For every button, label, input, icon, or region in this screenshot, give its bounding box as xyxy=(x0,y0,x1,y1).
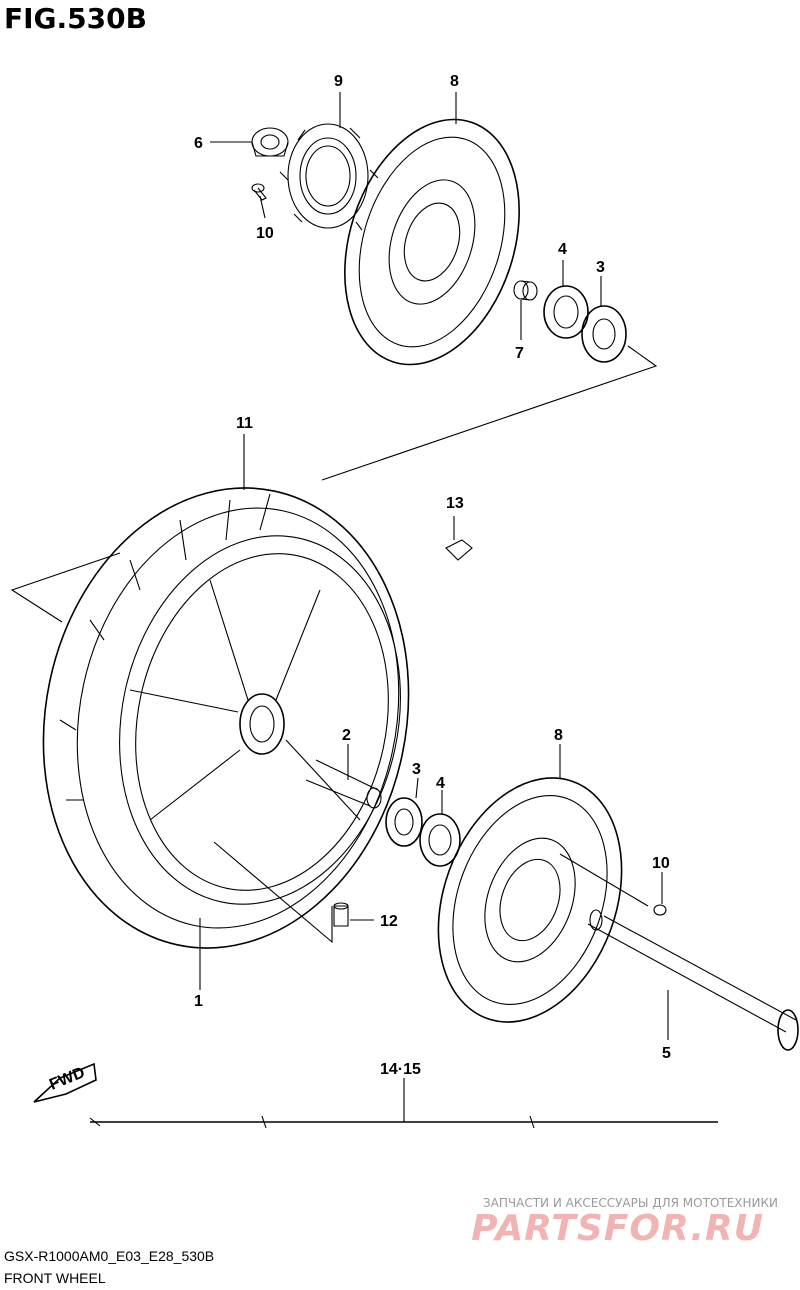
callout-4-upper: 4 xyxy=(558,241,567,258)
part-4-oil-seal-upper[interactable] xyxy=(543,285,589,339)
part-6-collar[interactable] xyxy=(251,127,289,157)
callout-10-lower: 10 xyxy=(652,855,670,872)
part-1-wheel-rim[interactable] xyxy=(86,509,433,930)
callout-6: 6 xyxy=(194,135,203,152)
part-7-spacer[interactable] xyxy=(513,280,538,301)
assembly-guide-lines xyxy=(10,345,658,944)
fwd-arrow-icon: FWD xyxy=(33,1062,97,1103)
part-2-spacer[interactable] xyxy=(305,759,382,809)
part-13-balancer-weight[interactable] xyxy=(445,539,473,561)
callout-8-lower: 8 xyxy=(554,727,563,744)
part-3-bearing-upper[interactable] xyxy=(581,305,627,363)
callout-3-lower: 3 xyxy=(412,761,421,778)
fwd-label: FWD xyxy=(47,1064,87,1093)
callouts: 6 9 8 10 4 3 7 11 13 2 3 4 8 10 12 1 5 1… xyxy=(194,73,671,1078)
leader-lines xyxy=(199,92,669,1122)
part-3-bearing-lower[interactable] xyxy=(385,797,423,847)
callout-5: 5 xyxy=(662,1045,671,1062)
watermark-logo: PARTSFOR.RU xyxy=(471,1208,764,1249)
callout-14-15: 14·15 xyxy=(380,1061,421,1078)
callout-7: 7 xyxy=(515,345,524,362)
part-8-brake-disc-upper[interactable] xyxy=(315,97,549,387)
part-10-bolt-upper[interactable] xyxy=(251,183,267,201)
callout-1: 1 xyxy=(194,993,203,1010)
callout-10-upper: 10 xyxy=(256,225,274,242)
model-code: GSX-R1000AM0_E03_E28_530B xyxy=(4,1248,215,1264)
part-8-brake-disc-lower[interactable] xyxy=(406,752,654,1048)
part-12-valve[interactable] xyxy=(333,902,349,927)
part-9-sensor-rotor[interactable] xyxy=(279,123,379,231)
callout-2: 2 xyxy=(342,727,351,744)
figure-title: FIG.530B xyxy=(4,2,147,35)
callout-12: 12 xyxy=(380,913,398,930)
part-5-axle[interactable] xyxy=(587,909,799,1051)
watermark-tagline: ЗАПЧАСТИ И АКСЕССУАРЫ ДЛЯ МОТОТЕХНИКИ xyxy=(482,1196,778,1210)
callout-9: 9 xyxy=(334,73,343,90)
callout-13: 13 xyxy=(446,495,464,512)
callout-3-upper: 3 xyxy=(596,259,605,276)
part-4-oil-seal-lower[interactable] xyxy=(419,813,461,867)
part-11-tire[interactable] xyxy=(2,454,451,983)
part-10-bolt-lower[interactable] xyxy=(559,853,667,916)
callout-11: 11 xyxy=(236,415,253,432)
callout-4-lower: 4 xyxy=(436,775,445,792)
section-name: FRONT WHEEL xyxy=(4,1270,106,1286)
callout-8-upper: 8 xyxy=(450,73,459,90)
